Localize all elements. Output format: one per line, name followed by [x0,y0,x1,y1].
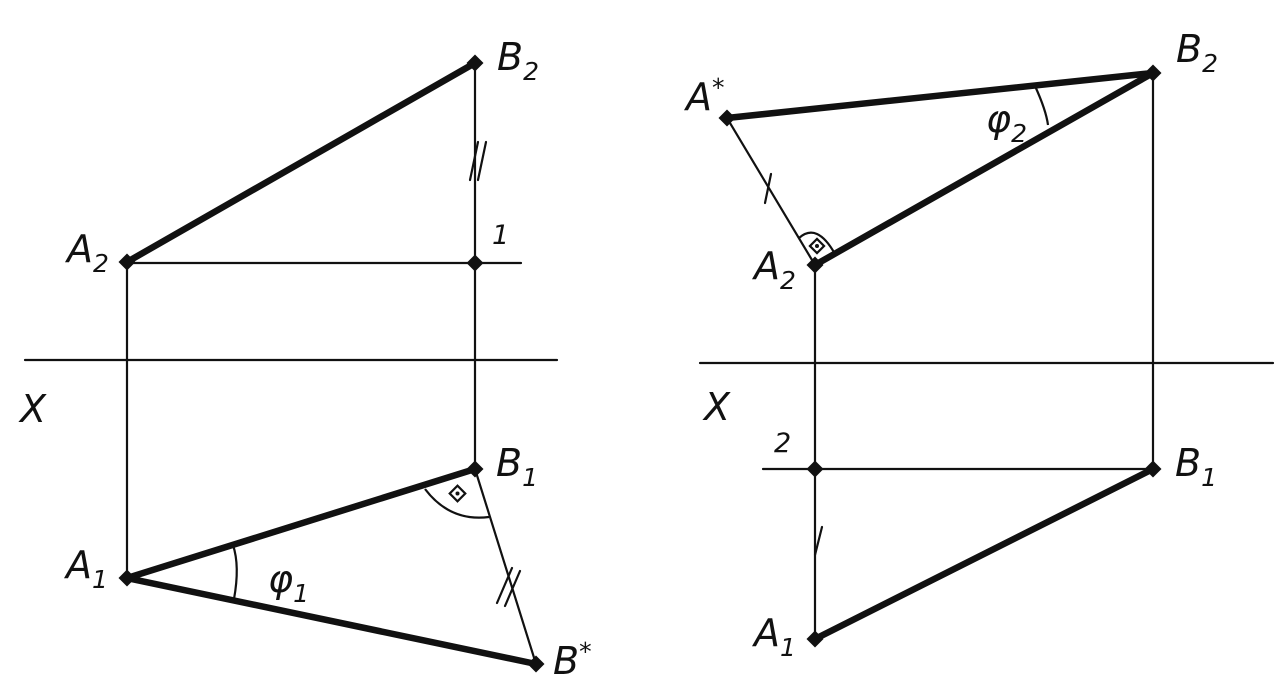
left-right-angle-marker [448,484,467,503]
left-equal-marks-lower [495,566,522,608]
right-point-markers [718,64,1162,648]
right-equal-mark-lower [813,525,824,557]
right-segment-astar-b2 [723,69,1157,122]
label-a2-right: A2 [751,244,796,295]
right-equal-mark-upper [763,172,773,205]
right-labels: A* B2 φ2 A2 X 2 B1 A1 [683,27,1218,662]
left-labels: B2 A2 1 X B1 A1 φ1 B* [18,35,592,683]
left-perpendicular-b1-bstar [473,467,538,666]
point-a1-right [806,630,824,648]
point-a1 [118,569,136,587]
label-b1: B1 [496,441,538,492]
point-b1 [466,460,484,478]
point-bstar [527,655,545,673]
right-perpendicular-a2-astar [725,116,817,267]
right-segment-a1-b1 [811,465,1157,643]
right-axis-label: X [702,385,731,429]
right-segment-a2-b2 [811,69,1157,269]
left-segment-a1-b1 [123,465,479,582]
point-a2 [118,253,136,271]
left-segment-a1-bstar [123,574,540,668]
point-astar [718,109,736,127]
label-b2: B2 [497,35,539,86]
point-a2-right [806,256,824,274]
left-equal-marks-upper [468,140,488,182]
label-point-1: 1 [492,220,509,251]
point-1 [466,254,484,272]
left-point-markers [118,54,545,673]
left-axis-label: X [18,387,47,431]
label-a1-right: A1 [751,611,796,662]
right-panel: A* B2 φ2 A2 X 2 B1 A1 [683,27,1275,662]
left-right-angle-arc [424,488,490,519]
left-angle-arc-phi1 [231,544,238,600]
label-bstar: B* [553,637,592,683]
label-a2: A2 [64,227,109,278]
label-b1-right: B1 [1175,441,1217,492]
right-right-angle-marker [808,237,826,255]
right-right-angle-arc [798,231,836,255]
label-astar: A* [683,73,725,119]
label-b2-right: B2 [1176,27,1218,78]
left-panel: B2 A2 1 X B1 A1 φ1 B* [18,35,592,683]
label-phi1: φ1 [268,557,309,608]
left-segment-a2-b2 [123,59,479,266]
label-a1: A1 [63,543,108,594]
right-angle-arc-phi2 [1033,85,1050,126]
point-2 [806,460,824,478]
label-phi2: φ2 [986,97,1027,148]
label-point-2: 2 [774,428,791,459]
